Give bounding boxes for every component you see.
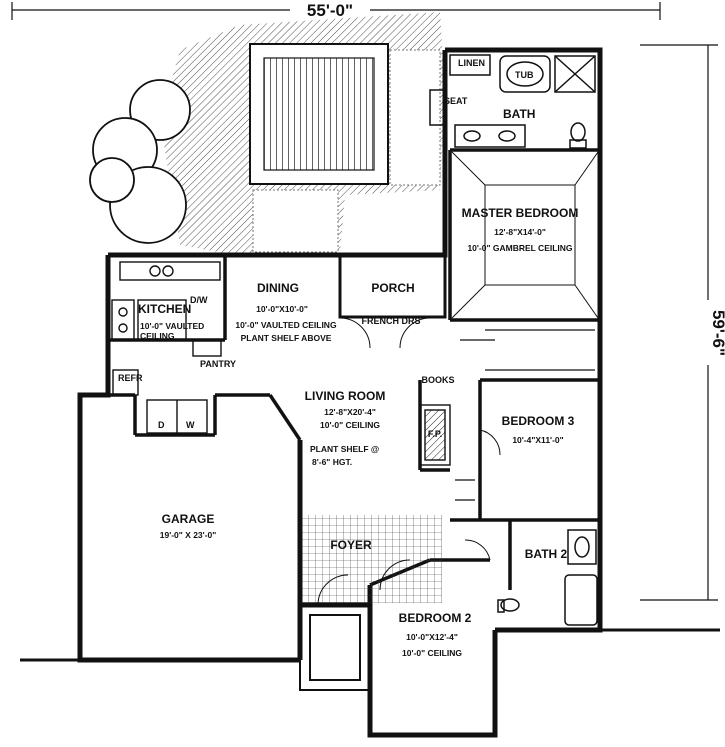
linen-label: LINEN (458, 58, 485, 68)
trees (89, 79, 191, 244)
bedroom3-title: BEDROOM 3 (502, 414, 575, 428)
overall-depth-label: 59'-6" (709, 310, 725, 356)
bath2-fixtures (497, 529, 598, 626)
living-room-plant-shelf-2: 8'-6" HGT. (312, 457, 352, 467)
master-bedroom-ceiling: 10'-0" GAMBREL CEILING (467, 243, 572, 253)
garage-size: 19'-0" X 23'-0" (160, 530, 217, 540)
kitchen-title: KITCHEN (138, 302, 191, 316)
master-bedroom-size: 12'-8"X14'-0" (494, 227, 546, 237)
master-bedroom-ceiling-lines (451, 151, 599, 319)
fireplace (419, 404, 451, 466)
living-room-size: 12'-8"X20'-4" (324, 407, 376, 417)
fireplace-label: F.P. (428, 429, 442, 439)
dining-title: DINING (257, 281, 299, 295)
kitchen-ceiling-2: CEILING (140, 331, 175, 341)
entry-stoop (299, 604, 371, 691)
deck (249, 43, 389, 185)
bedroom3-size: 10'-4"X11'-0" (512, 435, 563, 445)
dining-ceiling: 10'-0" VAULTED CEILING (235, 320, 337, 330)
master-bath-fixtures (429, 54, 596, 149)
refrigerator-label: REFR (118, 373, 143, 383)
dining-plant-shelf: PLANT SHELF ABOVE (241, 333, 332, 343)
doors (317, 317, 501, 606)
bedroom2-size: 10'-0"X12'-4" (406, 632, 458, 642)
dining-size: 10'-0"X10'-0" (256, 304, 308, 314)
dimension-lines (11, 2, 718, 601)
dryer-label: D (158, 420, 165, 430)
bath-label: BATH (503, 107, 535, 121)
foyer-title: FOYER (330, 538, 372, 552)
garage-title: GARAGE (162, 512, 215, 526)
kitchen-ceiling-1: 10'-0" VAULTED (140, 321, 204, 331)
dishwasher-label: D/W (190, 295, 208, 305)
living-room-title: LIVING ROOM (305, 389, 386, 403)
overall-width-label: 55'-0" (307, 1, 353, 20)
foyer-tile (302, 515, 442, 603)
living-room-plant-shelf-1: PLANT SHELF @ (310, 444, 379, 454)
interior-walls (80, 148, 600, 590)
washer-label: W (186, 420, 195, 430)
bath2-title: BATH 2 (525, 547, 568, 561)
living-room-ceiling: 10'-0" CEILING (320, 420, 380, 430)
french-doors-label: FRENCH DRS (361, 316, 420, 326)
porch-title: PORCH (371, 281, 414, 295)
pantry-label: PANTRY (200, 359, 236, 369)
bedroom2-ceiling: 10'-0" CEILING (402, 648, 462, 658)
porch-walls (20, 253, 720, 662)
tub-label: TUB (515, 70, 534, 80)
bedroom2-title: BEDROOM 2 (399, 611, 472, 625)
closets (455, 329, 595, 501)
master-bedroom-title: MASTER BEDROOM (462, 206, 579, 220)
books-label: BOOKS (421, 375, 454, 385)
kitchen-fixtures (111, 261, 222, 434)
seat-label: SEAT (444, 96, 468, 106)
